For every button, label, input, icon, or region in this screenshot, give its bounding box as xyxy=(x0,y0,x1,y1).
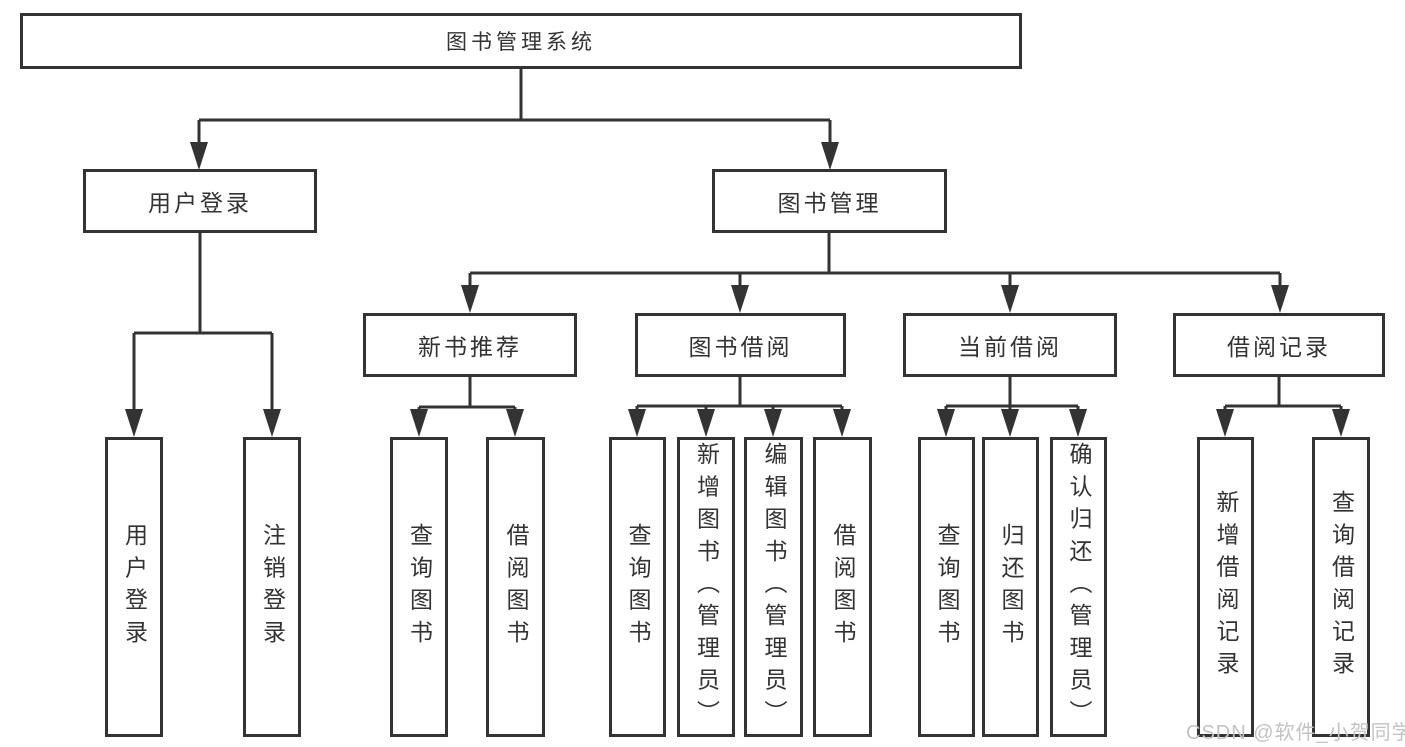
node-book-management: 图书管理 xyxy=(712,169,947,233)
node-label: 确认归还（管理员） xyxy=(1066,442,1092,732)
leaf-user-login: 用户登录 xyxy=(105,437,163,737)
leaf-borrow-books-recommend: 借阅图书 xyxy=(486,437,545,737)
node-label: 用户登录 xyxy=(148,190,252,216)
leaf-add-book-admin: 新增图书（管理员） xyxy=(677,437,735,737)
node-label: 图书管理 xyxy=(777,190,882,216)
leaf-logout: 注销登录 xyxy=(243,437,301,737)
leaf-query-borrow-record: 查询借阅记录 xyxy=(1312,437,1370,737)
leaf-query-books-recommend: 查询图书 xyxy=(390,437,448,737)
leaf-query-books-borrow: 查询图书 xyxy=(609,437,666,737)
node-label: 借阅图书 xyxy=(830,522,856,652)
node-user-login: 用户登录 xyxy=(83,169,317,233)
leaf-return-book: 归还图书 xyxy=(982,437,1039,737)
node-borrow-records: 借阅记录 xyxy=(1173,313,1385,377)
leaf-borrow-books-borrow: 借阅图书 xyxy=(813,437,872,737)
leaf-confirm-return-admin: 确认归还（管理员） xyxy=(1050,437,1107,737)
node-label: 用户登录 xyxy=(121,522,148,652)
node-label: 借阅图书 xyxy=(503,522,529,652)
node-current-borrowing: 当前借阅 xyxy=(903,313,1117,377)
node-label: 编辑图书（管理员） xyxy=(761,442,787,732)
node-system-root: 图书管理系统 xyxy=(20,13,1022,69)
node-label: 归还图书 xyxy=(998,522,1024,652)
node-label: 当前借阅 xyxy=(958,334,1062,360)
node-label: 查询图书 xyxy=(625,522,651,652)
leaf-add-borrow-record: 新增借阅记录 xyxy=(1197,437,1254,737)
node-label: 查询图书 xyxy=(406,522,433,652)
node-label: 图书借阅 xyxy=(688,334,793,360)
leaf-query-books-current: 查询图书 xyxy=(918,437,975,737)
node-label: 新书推荐 xyxy=(418,334,522,360)
node-label: 注销登录 xyxy=(259,522,286,652)
node-new-book-recommend: 新书推荐 xyxy=(363,313,577,377)
node-label: 新增借阅记录 xyxy=(1213,490,1239,684)
node-label: 借阅记录 xyxy=(1227,334,1331,360)
node-label: 查询借阅记录 xyxy=(1328,490,1355,684)
leaf-edit-book-admin: 编辑图书（管理员） xyxy=(744,437,803,737)
node-label: 图书管理系统 xyxy=(446,31,596,54)
node-label: 新增图书（管理员） xyxy=(693,442,720,732)
node-label: 查询图书 xyxy=(934,522,960,652)
node-book-borrowing: 图书借阅 xyxy=(635,313,846,377)
